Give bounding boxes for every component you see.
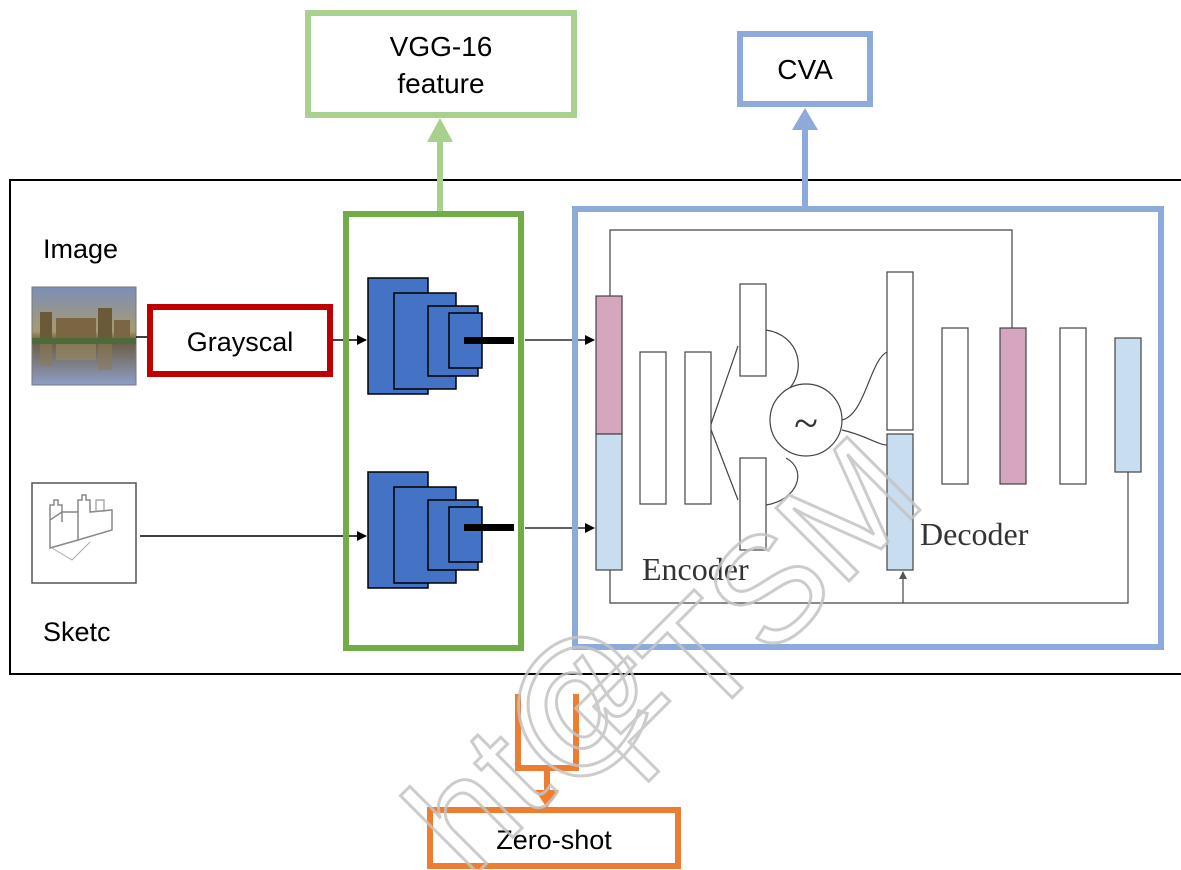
vgg16-feature-box: VGG-16 feature — [308, 13, 574, 115]
castle-photo-icon — [32, 287, 136, 385]
cnn-block-sketch — [368, 472, 514, 588]
decoder-output-sketch-layer — [1115, 338, 1141, 472]
cva-box: CVA — [740, 34, 870, 104]
image-label: Image — [43, 234, 118, 264]
vgg16-feature-border — [308, 13, 574, 115]
cva-up-arrow-head — [792, 108, 818, 130]
decoder-output-image-layer — [1000, 328, 1026, 484]
encoder-input-image-layer — [596, 296, 622, 434]
grayscale-box: Grayscal — [150, 307, 330, 374]
vgg16-label-line2: feature — [397, 68, 484, 99]
castle-sketch-icon — [32, 483, 136, 583]
encoder-hidden-layer-1 — [640, 352, 666, 504]
cnn-block-image — [368, 278, 514, 394]
decoder-hidden-layer-1 — [942, 328, 968, 484]
encoder-input-sketch-layer — [596, 434, 622, 570]
cva-label: CVA — [777, 54, 833, 85]
grayscale-label: Grayscal — [187, 327, 294, 357]
decoder-latent-layer — [887, 272, 913, 430]
latent-mean-layer — [740, 284, 766, 376]
sketch-label: Sketc — [43, 617, 111, 647]
vgg16-label-line1: VGG-16 — [390, 31, 493, 62]
encoder-hidden-layer-2 — [685, 352, 711, 504]
decoder-hidden-layer-2 — [1060, 328, 1086, 484]
vgg-up-arrow-head — [427, 118, 453, 142]
